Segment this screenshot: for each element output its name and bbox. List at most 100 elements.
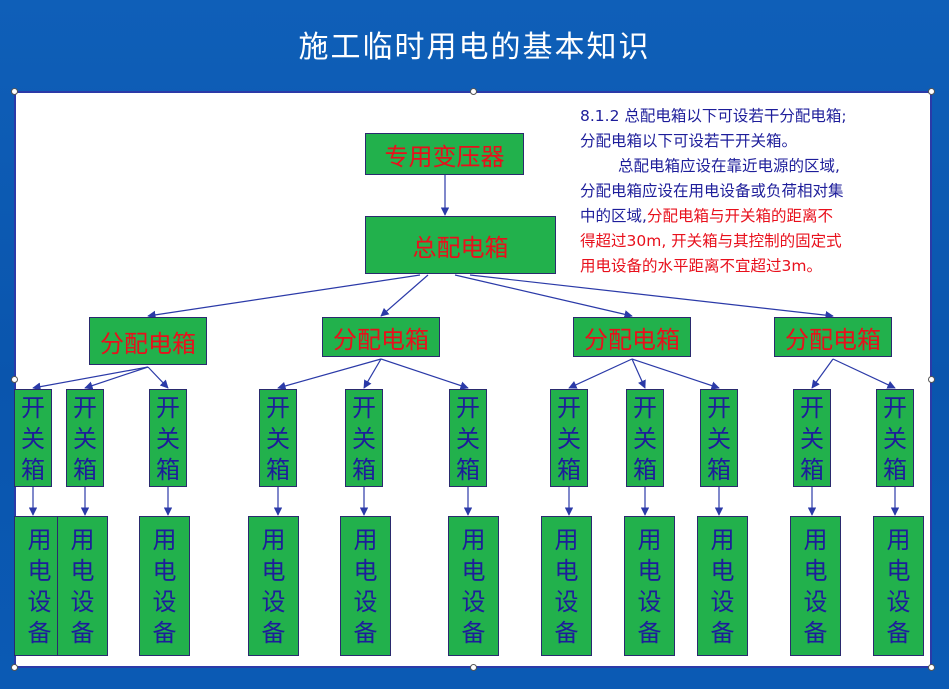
equipment-box-char: 设 (710, 588, 735, 616)
equipment-box-char: 设 (554, 588, 579, 616)
switch-box: 开关箱 (876, 389, 914, 487)
arrow-distribution-to-switch (147, 366, 169, 389)
equipment-box-char: 用 (152, 526, 177, 554)
switch-box: 开关箱 (66, 389, 104, 487)
equipment-box-char: 备 (803, 619, 828, 647)
switch-box-char: 箱 (633, 455, 657, 484)
switch-box-char: 开 (557, 393, 581, 422)
equipment-box-char: 电 (27, 557, 52, 585)
resize-handle-bottom-mid[interactable] (470, 664, 477, 671)
switch-box-char: 箱 (156, 455, 180, 484)
note-text: 总配电箱应设在靠近电源的区域, (618, 157, 840, 175)
switch-box: 开关箱 (345, 389, 383, 487)
equipment-box-char: 用 (353, 526, 378, 554)
resize-handle-top-mid[interactable] (470, 88, 477, 95)
transformer-box: 专用变压器 (365, 133, 524, 175)
arrow-distribution-to-switch (363, 358, 382, 389)
switch-box-char: 开 (21, 393, 45, 422)
switch-box-char: 箱 (883, 455, 907, 484)
equipment-box: 用电设备 (624, 516, 675, 656)
switch-box-char: 箱 (266, 455, 290, 484)
switch-box-char: 箱 (800, 455, 824, 484)
equipment-box-char: 用 (637, 526, 662, 554)
note-text: 中的区域, (580, 207, 647, 225)
resize-handle-right-mid[interactable] (928, 376, 935, 383)
switch-box: 开关箱 (149, 389, 187, 487)
equipment-box: 用电设备 (248, 516, 299, 656)
arrow-distribution-to-switch (631, 358, 720, 390)
arrow-main-to-distribution (380, 274, 429, 317)
switch-box-char: 关 (800, 424, 824, 453)
distribution-box-4: 分配电箱 (774, 317, 892, 357)
switch-box-char: 开 (707, 393, 731, 422)
equipment-box-char: 备 (152, 619, 177, 647)
switch-box-char: 关 (21, 424, 45, 453)
arrow-distribution-to-switch (84, 366, 149, 390)
note-line: 分配电箱应设在用电设备或负荷相对集 (580, 182, 844, 200)
arrow-main-to-distribution (454, 274, 633, 319)
equipment-box-char: 设 (27, 588, 52, 616)
resize-handle-top-left[interactable] (11, 88, 18, 95)
equipment-box-char: 用 (886, 526, 911, 554)
switch-box-char: 关 (633, 424, 657, 453)
regulation-note: 8.1.2 总配电箱以下可设若干分配电箱; 分配电箱以下可设若干开关箱。 总配电… (580, 104, 932, 279)
equipment-box-char: 电 (461, 557, 486, 585)
equipment-box-char: 电 (261, 557, 286, 585)
switch-box-char: 关 (156, 424, 180, 453)
equipment-box-char: 备 (554, 619, 579, 647)
equipment-box-char: 用 (461, 526, 486, 554)
equipment-box: 用电设备 (139, 516, 190, 656)
note-line: 分配电箱以下可设若干开关箱。 (580, 132, 798, 150)
equipment-box-char: 备 (27, 619, 52, 647)
equipment-box: 用电设备 (448, 516, 499, 656)
switch-box-char: 开 (883, 393, 907, 422)
equipment-box-char: 设 (261, 588, 286, 616)
switch-box-char: 箱 (73, 455, 97, 484)
resize-handle-left-mid[interactable] (11, 376, 18, 383)
equipment-box: 用电设备 (340, 516, 391, 656)
equipment-box-char: 设 (886, 588, 911, 616)
equipment-box-char: 用 (554, 526, 579, 554)
note-highlight: 分配电箱与开关箱的距离不 (646, 207, 833, 225)
equipment-box-char: 备 (461, 619, 486, 647)
equipment-box: 用电设备 (14, 516, 65, 656)
equipment-box-char: 用 (710, 526, 735, 554)
resize-handle-bottom-right[interactable] (928, 664, 935, 671)
arrow-distribution-to-switch (832, 358, 896, 389)
equipment-box-char: 用 (803, 526, 828, 554)
switch-box-char: 开 (456, 393, 480, 422)
switch-box: 开关箱 (550, 389, 588, 487)
main-distribution-box: 总配电箱 (365, 216, 556, 274)
equipment-box: 用电设备 (697, 516, 748, 656)
switch-box-char: 开 (73, 393, 97, 422)
distribution-box-2: 分配电箱 (322, 317, 440, 357)
equipment-box: 用电设备 (873, 516, 924, 656)
switch-box-char: 箱 (352, 455, 376, 484)
equipment-box-char: 用 (70, 526, 95, 554)
switch-box-char: 开 (266, 393, 290, 422)
equipment-box-char: 电 (554, 557, 579, 585)
equipment-box-char: 备 (637, 619, 662, 647)
switch-box: 开关箱 (259, 389, 297, 487)
note-highlight: 得超过30m, 开关箱与其控制的固定式 (580, 232, 842, 250)
resize-handle-bottom-left[interactable] (11, 664, 18, 671)
equipment-box-char: 电 (803, 557, 828, 585)
equipment-box-char: 设 (803, 588, 828, 616)
equipment-box-char: 备 (886, 619, 911, 647)
switch-box-char: 箱 (707, 455, 731, 484)
note-line: 总配电箱应设在靠近电源的区域, (580, 154, 932, 179)
equipment-box: 用电设备 (541, 516, 592, 656)
equipment-box-char: 备 (70, 619, 95, 647)
equipment-box-char: 设 (152, 588, 177, 616)
equipment-box-char: 电 (710, 557, 735, 585)
switch-box: 开关箱 (700, 389, 738, 487)
resize-handle-top-right[interactable] (928, 88, 935, 95)
equipment-box-char: 备 (710, 619, 735, 647)
note-line: 8.1.2 总配电箱以下可设若干分配电箱; (580, 107, 847, 125)
arrow-distribution-to-switch (277, 358, 382, 390)
distribution-box-3: 分配电箱 (573, 317, 691, 357)
equipment-box-char: 用 (261, 526, 286, 554)
equipment-box-char: 备 (353, 619, 378, 647)
equipment-box-char: 电 (70, 557, 95, 585)
